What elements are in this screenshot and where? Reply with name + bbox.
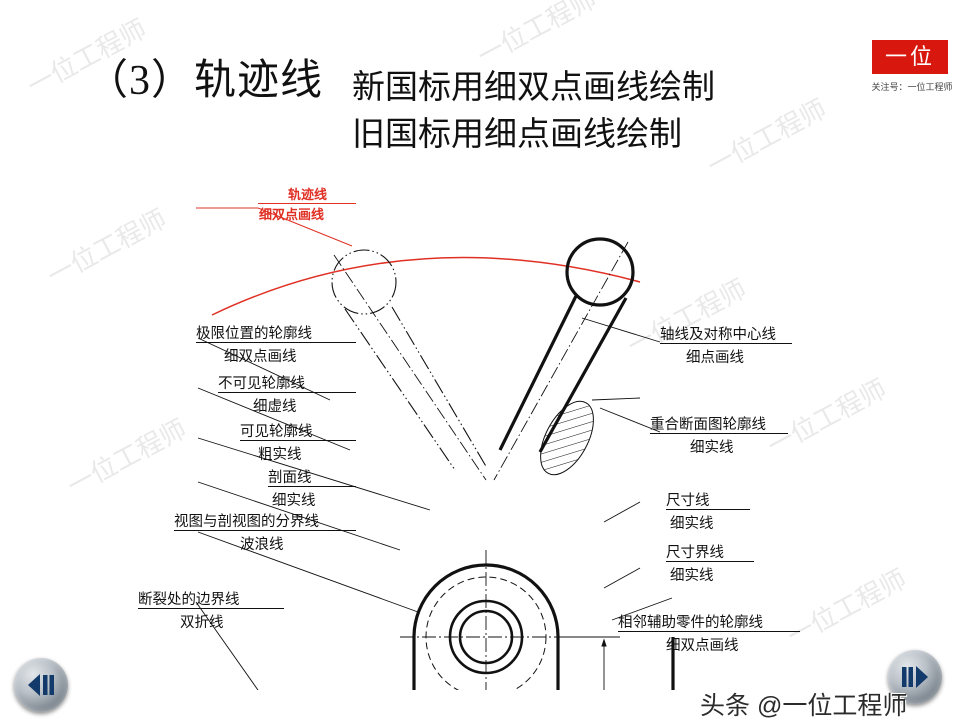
- label-right-3-type: 细实线: [670, 568, 714, 584]
- label-left-3-name: 剖面线: [268, 470, 312, 486]
- label-right-4-rule: [618, 611, 800, 632]
- label-left-2-type: 粗实线: [258, 447, 302, 463]
- label-left-5-name: 断裂处的边界线: [138, 592, 240, 608]
- label-right-1-rule: [650, 413, 788, 434]
- label-right-2-name: 尺寸线: [666, 493, 710, 509]
- label-left-4-name: 视图与剖视图的分界线: [174, 514, 319, 530]
- label-left-5-rule: [138, 588, 284, 609]
- footer-brand: 头条 @一位工程师: [700, 692, 908, 720]
- brand-logo: 一位: [872, 40, 948, 74]
- subtitle-line-1: 新国标用细双点画线绘制: [352, 70, 715, 106]
- label-right-2-type: 细实线: [670, 516, 714, 532]
- label-right-3-name: 尺寸界线: [666, 545, 724, 561]
- trajectory-annotation-rule: [258, 184, 356, 204]
- label-left-4-rule: [174, 510, 356, 531]
- label-right-2-rule: [666, 489, 750, 510]
- label-left-5-type: 双折线: [180, 615, 224, 631]
- previous-slide-button[interactable]: [14, 658, 68, 712]
- label-left-1-rule: [218, 372, 356, 393]
- label-right-3-rule: [666, 541, 754, 562]
- next-slide-button[interactable]: [888, 650, 942, 704]
- brand-logo-text: 一位: [884, 44, 935, 69]
- brand-logo-caption: 关注号：一位工程师: [871, 82, 953, 92]
- previous-icon: [28, 674, 54, 696]
- label-left-3-rule: [268, 466, 356, 487]
- label-left-4-type: 波浪线: [240, 537, 284, 553]
- label-right-4-name: 相邻辅助零件的轮廓线: [618, 615, 763, 631]
- label-right-1-type: 细实线: [690, 440, 734, 456]
- next-icon: [902, 666, 928, 688]
- label-right-4-type: 细双点画线: [666, 638, 739, 654]
- label-left-2-rule: [240, 420, 356, 441]
- page-title: （3）轨迹线: [86, 58, 324, 104]
- technical-drawing: [195, 207, 675, 690]
- label-left-0-rule: [196, 322, 356, 343]
- subtitle-line-2: 旧国标用细点画线绘制: [352, 117, 682, 153]
- label-right-0-rule: [660, 323, 792, 344]
- label-left-1-name: 不可见轮廓线: [218, 376, 305, 392]
- trajectory-annotation-type: 细双点画线: [259, 207, 325, 222]
- label-right-0-name: 轴线及对称中心线: [660, 327, 776, 343]
- label-left-0-name: 极限位置的轮廓线: [196, 326, 312, 342]
- label-left-2-name: 可见轮廓线: [240, 424, 313, 440]
- trajectory-annotation-title: 轨迹线: [288, 187, 328, 202]
- label-right-1-name: 重合断面图轮廓线: [650, 417, 766, 433]
- label-right-0-type: 细点画线: [686, 350, 744, 366]
- label-left-0-type: 细双点画线: [224, 349, 297, 365]
- label-left-1-type: 细虚线: [253, 399, 297, 415]
- label-left-3-type: 细实线: [272, 493, 316, 509]
